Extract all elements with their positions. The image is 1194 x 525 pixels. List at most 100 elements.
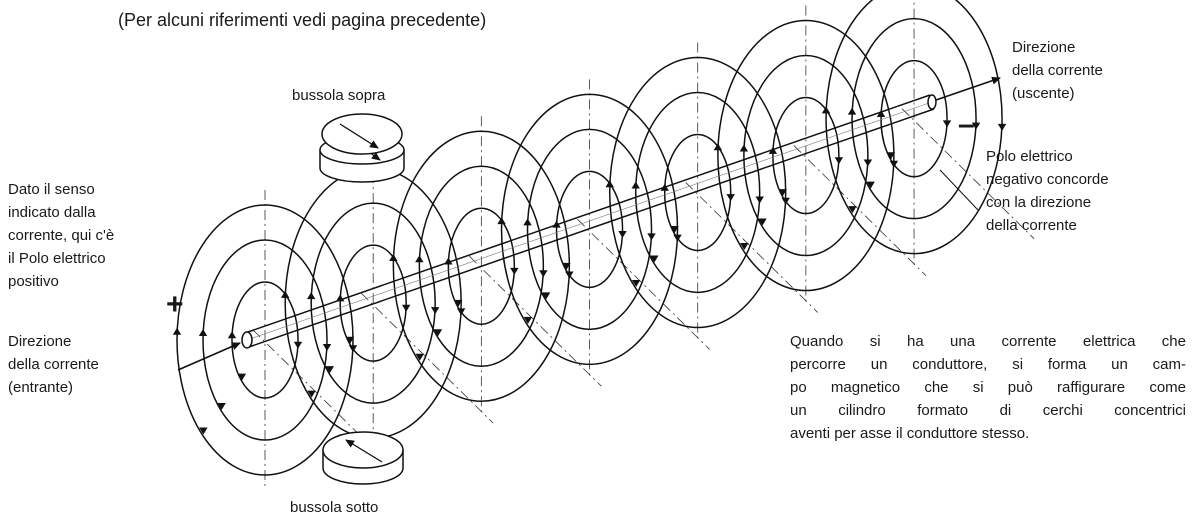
ring-diagonal-line — [577, 219, 710, 350]
field-ring — [339, 244, 407, 362]
compass-bottom-label: bussola sotto — [290, 499, 379, 516]
field-direction-arrow — [971, 122, 981, 130]
conductor-rod — [241, 94, 937, 349]
label-line: Direzione — [1012, 39, 1076, 56]
label-line: positivo — [8, 273, 59, 290]
field-direction-arrow — [562, 262, 571, 270]
current-direction-in-label: Direzione della corrente (entrante) — [8, 330, 99, 399]
label-line: della corrente — [8, 356, 99, 373]
compass-top — [319, 113, 405, 183]
field-direction-arrow — [433, 329, 443, 337]
field-direction-arrow — [847, 107, 857, 115]
field-ring — [851, 17, 977, 220]
field-direction-arrow — [172, 327, 182, 335]
field-ring — [202, 239, 328, 441]
field-direction-arrow — [740, 243, 749, 251]
current-out-arrow — [935, 76, 1001, 101]
label-line: il Polo elettrico — [8, 250, 106, 267]
field-direction-arrow — [415, 255, 424, 263]
field-direction-arrow — [293, 341, 303, 349]
pole-leader-line — [939, 169, 979, 211]
field-direction-arrow — [650, 255, 659, 263]
ring-diagonal-line — [685, 182, 818, 313]
field-direction-arrow — [307, 390, 316, 398]
field-direction-arrow — [523, 316, 533, 324]
field-direction-arrow — [322, 344, 332, 351]
ring-diagonal-line — [793, 145, 927, 276]
page-title: (Per alcuni riferimenti vedi pagina prec… — [118, 10, 487, 30]
explanation-line: Quando si ha una corrente elettrica che — [790, 333, 1186, 350]
compass-top-label: bussola sopra — [292, 87, 386, 104]
field-direction-arrow — [325, 366, 334, 374]
ring-group — [497, 79, 710, 380]
field-ring — [418, 165, 545, 367]
field-ring — [634, 91, 761, 294]
field-direction-arrow — [631, 181, 640, 189]
positive-pole-label: Dato il senso indicato dalla corrente, q… — [8, 178, 114, 293]
field-direction-arrow — [726, 194, 735, 202]
field-direction-arrow — [834, 157, 844, 165]
explanation-line: percorre un conduttore, si forma un cam- — [790, 356, 1186, 373]
current-in-arrow — [177, 342, 241, 371]
field-direction-arrow — [942, 120, 952, 128]
field-ring — [526, 128, 653, 331]
field-ring — [880, 59, 948, 178]
field-direction-arrow — [618, 231, 627, 239]
field-direction-arrow — [997, 123, 1007, 131]
field-direction-arrow — [510, 267, 519, 275]
field-rings — [172, 0, 1035, 490]
field-ring — [772, 96, 840, 215]
ring-diagonal-line — [469, 255, 602, 387]
field-direction-arrow — [430, 307, 440, 315]
explanation-line: aventi per asse il conduttore stesso. — [790, 425, 1030, 442]
field-ring — [231, 281, 299, 399]
field-direction-arrow — [199, 427, 208, 435]
field-direction-arrow — [758, 218, 767, 226]
field-ring — [310, 202, 436, 404]
explanation-text: Quando si ha una corrente elettrica che … — [790, 330, 1186, 445]
label-line: indicato dalla — [8, 204, 96, 221]
minus-sign: – — [958, 108, 975, 141]
label-line: Polo elettrico — [986, 148, 1073, 165]
field-ring — [608, 56, 787, 329]
field-direction-arrow — [605, 180, 614, 188]
ring-group — [389, 116, 602, 417]
conductor-end-in — [241, 331, 253, 349]
field-direction-arrow — [227, 331, 237, 339]
ring-group — [713, 5, 927, 306]
explanation-line: un cilindro formato di cerchi concentric… — [790, 402, 1186, 419]
current-direction-out-label: Direzione della corrente (uscente) — [1012, 36, 1103, 105]
field-ring — [500, 93, 679, 366]
field-direction-arrow — [863, 159, 873, 167]
field-direction-arrow — [739, 144, 749, 152]
field-direction-arrow — [866, 181, 875, 189]
field-ring — [555, 170, 624, 289]
field-ring — [176, 204, 354, 476]
field-direction-arrow — [848, 206, 857, 214]
negative-pole-label: Polo elettrico negativo concorde con la … — [986, 145, 1109, 237]
field-direction-arrow — [389, 253, 398, 261]
field-direction-arrow — [713, 143, 723, 151]
label-line: (uscente) — [1012, 85, 1075, 102]
field-direction-arrow — [454, 299, 463, 307]
field-direction-arrow — [670, 226, 679, 234]
field-direction-arrow — [778, 189, 787, 197]
field-ring — [663, 133, 732, 252]
ring-group — [280, 153, 494, 454]
field-direction-arrow — [306, 292, 316, 300]
compass-needle-arrow — [345, 439, 383, 463]
label-line: negativo concorde — [986, 171, 1109, 188]
field-direction-arrow — [415, 353, 424, 361]
explanation-line: po magnetico che si può raffigurare come — [790, 379, 1186, 396]
label-line: (entrante) — [8, 379, 74, 396]
ring-diagonal-line — [360, 292, 494, 424]
field-ring — [392, 130, 571, 402]
label-line: Dato il senso — [8, 181, 95, 198]
compass-bottom — [322, 431, 404, 485]
field-direction-arrow — [280, 290, 290, 298]
field-direction-arrow — [886, 152, 896, 160]
field-direction-arrow — [401, 304, 411, 312]
field-ring — [743, 54, 869, 257]
field-direction-arrow — [237, 373, 247, 381]
